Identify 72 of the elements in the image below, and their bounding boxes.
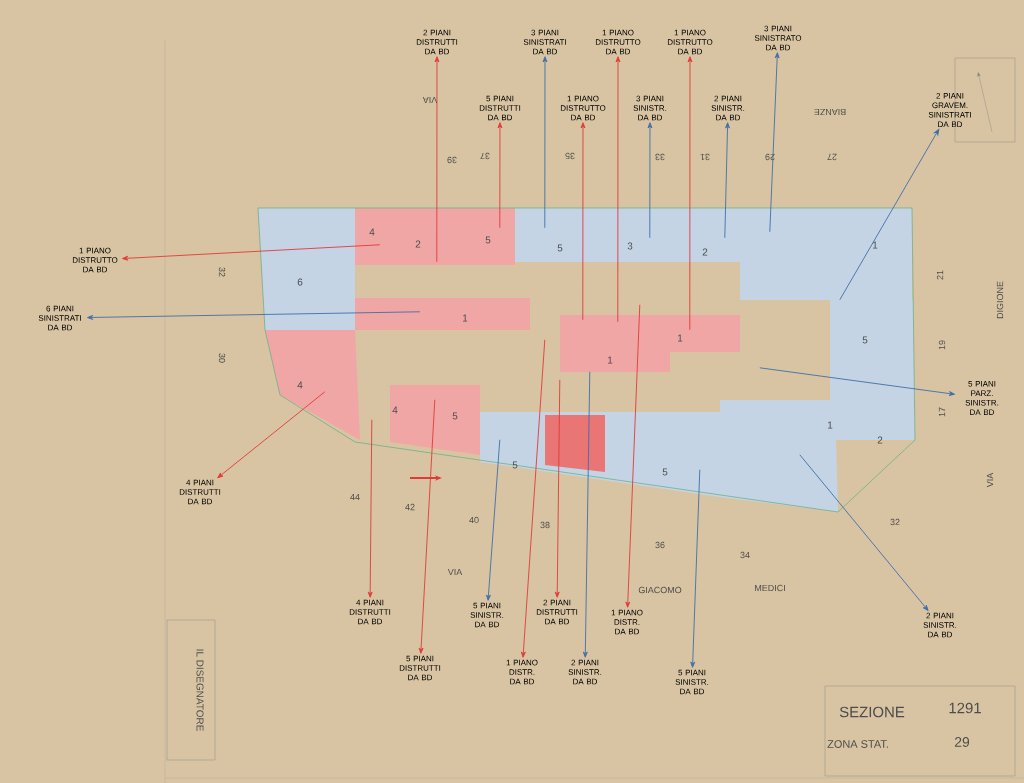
house-number: 32 (218, 267, 226, 277)
arrow (687, 56, 693, 331)
arrow (418, 399, 436, 654)
house-number: 33 (655, 153, 665, 161)
street-name: MEDICI (755, 584, 785, 592)
arrow (542, 56, 548, 229)
street-name: VIA (422, 96, 438, 104)
house-number: 36 (655, 541, 665, 549)
house-number: 37 (480, 152, 490, 160)
arrow (799, 454, 929, 612)
floor-number: 3 (627, 242, 633, 250)
arrow (690, 469, 701, 668)
house-number: 19 (938, 340, 946, 350)
arrow (582, 371, 591, 658)
arrow (122, 244, 381, 261)
arrow (486, 439, 501, 601)
house-number: 29 (765, 153, 775, 161)
arrow (615, 56, 621, 323)
house-number: 35 (565, 152, 575, 160)
arrow (434, 56, 440, 263)
arrow (367, 419, 373, 598)
arrow (217, 391, 326, 479)
street-name: VIA (986, 472, 994, 488)
house-number: 44 (350, 493, 360, 501)
stamp-text: ZONA STAT. (827, 740, 888, 748)
floor-number: 1 (873, 241, 878, 249)
house-number: 21 (936, 270, 944, 280)
arrow (87, 311, 421, 320)
floor-number: 6 (297, 278, 303, 286)
floor-number: 5 (512, 461, 518, 469)
floor-number: 4 (369, 228, 375, 236)
floor-number: 5 (485, 236, 491, 244)
arrow (769, 52, 780, 233)
floor-number: 1 (828, 421, 833, 429)
city-block-drawing (257, 207, 916, 513)
arrow (724, 122, 730, 239)
floor-number: 5 (557, 244, 563, 252)
street-name: GIACOMO (638, 586, 682, 594)
arrow (580, 122, 586, 321)
stamp-text: SEZIONE (839, 706, 905, 718)
house-number: 30 (218, 353, 226, 363)
signature-caption: IL DISEGNATORE (196, 649, 204, 731)
floor-number: 2 (415, 240, 421, 248)
arrow (554, 379, 561, 598)
house-number: 38 (540, 521, 550, 529)
floor-number: 1 (678, 334, 683, 342)
house-number: 17 (938, 407, 946, 417)
floor-number: 2 (877, 436, 883, 444)
stamp-text: 29 (954, 737, 970, 747)
house-number: 39 (447, 156, 457, 164)
floor-number: 2 (702, 248, 708, 256)
house-number: 42 (405, 503, 415, 511)
stamp-text: 1291 (949, 702, 981, 714)
floor-number: 4 (297, 381, 303, 389)
floor-number: 1 (463, 314, 468, 322)
arrow (497, 122, 503, 229)
house-number: 27 (827, 153, 837, 161)
arrow (839, 128, 940, 301)
floor-number: 5 (862, 336, 868, 344)
house-number: 31 (700, 153, 710, 161)
street-name: VIA (447, 568, 463, 576)
arrow (520, 339, 546, 658)
house-number: 34 (740, 551, 750, 559)
arrow (647, 122, 653, 239)
arrow (759, 367, 955, 396)
arrow (625, 304, 641, 608)
floor-number: 1 (608, 356, 613, 364)
floor-number: 5 (452, 412, 458, 420)
floor-number: 5 (662, 468, 668, 476)
street-name: BIANZE (814, 108, 846, 116)
floor-number: 4 (392, 406, 398, 414)
street-name: DIGIONE (996, 281, 1004, 319)
